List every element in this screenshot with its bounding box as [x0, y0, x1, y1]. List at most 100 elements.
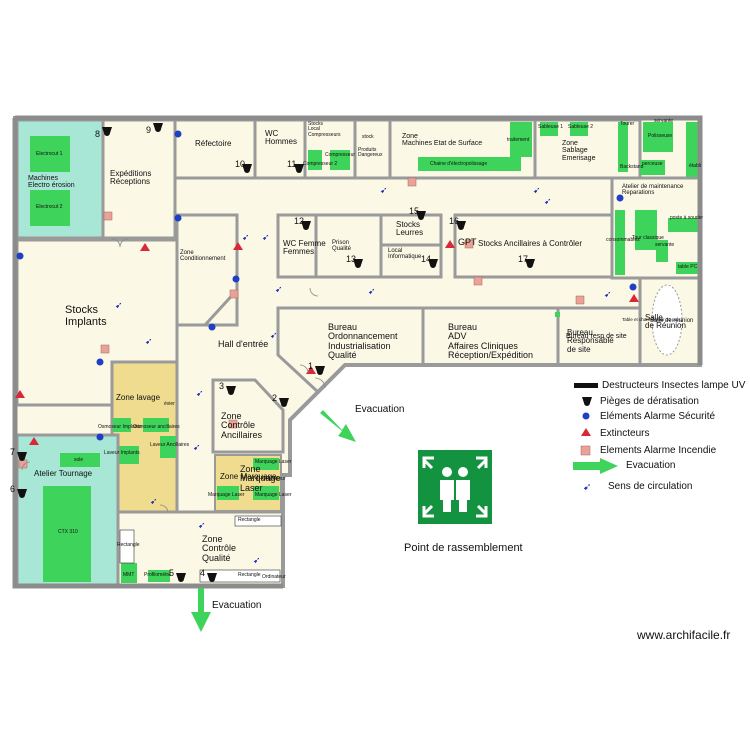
- circulation-arrows: ➹ ➹ ➹ ➹ ➹ ➹ ➹ ➹ ➹ ➹ ➹ ➹ ➹ ➹ ➹ ➹: [115, 186, 612, 566]
- mmt: [121, 563, 137, 583]
- assembly-point-label: Point de rassemblement: [404, 542, 523, 554]
- meeting-table: [651, 284, 683, 356]
- trap-number: 12: [294, 216, 304, 226]
- legend-alarme-securite: Eléments Alarme Sécurité: [600, 411, 716, 422]
- atelier-tournage-label: Atelier Tournage: [34, 469, 93, 478]
- gpt-label: GPT: [458, 237, 477, 247]
- controle-qual-label: Zone Contrôle Qualité: [202, 534, 237, 563]
- sableuse1-label: Sableuse 1: [538, 124, 564, 130]
- svg-text:➹: ➹: [380, 186, 388, 196]
- electrocut-1: [30, 136, 70, 172]
- security-alarms: [16, 130, 637, 441]
- marquage-laser1-label: Marquage Laser: [255, 459, 292, 465]
- profilometre-label: Profilomètre: [144, 572, 171, 578]
- stocks-local-label: Stocks Local Compresseurs: [308, 121, 341, 138]
- stocks-implants-label: Stocks Implants: [65, 304, 107, 328]
- svg-text:➹: ➹: [544, 197, 552, 207]
- stocks-anc-room: [453, 213, 614, 279]
- rectangle3-label: Rectangle: [238, 572, 261, 578]
- traitement-label: traitement: [507, 137, 530, 143]
- wc-hommes-label: WC Hommes: [265, 129, 298, 147]
- trap-number: 8: [95, 129, 100, 139]
- trap-number: 15: [409, 206, 419, 216]
- extinguishers: [15, 240, 639, 445]
- tourer-label: Tourer: [620, 121, 635, 127]
- stocks-anc-label: Stocks Ancillaires à Contrôler: [478, 239, 583, 248]
- svg-text:➹: ➹: [583, 482, 591, 493]
- tour-classique-label: Tour classique: [632, 235, 664, 241]
- svg-text:➹: ➹: [145, 337, 153, 347]
- trap-number: 6: [10, 484, 15, 494]
- trap-marker: [301, 221, 311, 230]
- trap-marker: [294, 164, 304, 173]
- ordinateur2-label: Ordinateur: [262, 574, 286, 580]
- sole-label: sole: [74, 457, 84, 463]
- hall-walls: [177, 215, 239, 327]
- polisseuse-label: Polisseuse: [648, 133, 673, 139]
- trap-marker: [456, 221, 466, 230]
- legend-destructeurs: Destructeurs Insectes lampe UV: [602, 380, 746, 391]
- table-pc-label: table PC: [678, 264, 698, 270]
- electrocut-2-label: Electrocut 2: [36, 204, 63, 210]
- laveur-implants-label: Laveur Implants: [104, 450, 140, 456]
- trap-marker: [428, 259, 438, 268]
- rectangle-bench2: [119, 529, 135, 564]
- leurres-label: Stocks Leurres: [396, 220, 424, 238]
- electro-label: Machines Electro érosion: [28, 175, 75, 190]
- stock-label: stock: [362, 134, 374, 140]
- ordinateur-label: Ordinateur: [262, 476, 286, 482]
- trap-number: 16: [449, 216, 459, 226]
- rectangle-bench: [234, 515, 282, 527]
- trap-marker: [102, 127, 112, 136]
- trap-number: 2: [272, 393, 277, 403]
- chaine-label: Chaine d'électropolissage: [430, 161, 488, 167]
- mmt-label: MMT: [123, 572, 135, 578]
- legend-circulation: Sens de circulation: [608, 481, 693, 492]
- trap-number: 1: [308, 361, 313, 371]
- trap-number: 5: [169, 568, 174, 578]
- refectoire-label: Réfectoire: [195, 139, 232, 148]
- rectangle2-label: Rectangle: [117, 542, 140, 548]
- servante2-label: servante: [655, 242, 675, 248]
- table-reunion-label: Table et chaises pour 10 pers.: [622, 317, 683, 322]
- trap-marker: [315, 366, 325, 375]
- wc-femmes-label: WC Femme Femmes: [283, 239, 326, 257]
- svg-text:➹: ➹: [368, 287, 376, 297]
- legend-pieges: Pièges de dératisation: [600, 396, 699, 407]
- salle-reunion-label: Salle de Réunion: [645, 313, 686, 331]
- trap-number: 11: [287, 159, 296, 169]
- trap-marker: [153, 123, 163, 132]
- trap-marker: [17, 452, 27, 461]
- poste-souder-label: poste à souder: [670, 215, 704, 221]
- equipment: [308, 122, 700, 317]
- osmoseur1-label: Osmoseur Implants: [98, 424, 142, 430]
- evacuation-arrows: [191, 410, 356, 632]
- zone-lavage-label: Zone lavage: [116, 393, 161, 402]
- local-info-label: Local Informatique: [388, 248, 422, 261]
- etat-surface-label: Zone Machines Etat de Surface: [402, 133, 483, 148]
- local-info-room: [379, 243, 443, 279]
- watermark: www.archifacile.fr: [637, 628, 731, 642]
- trap-number: 14: [421, 254, 431, 264]
- profilometre: [148, 570, 170, 582]
- svg-text:➹: ➹: [275, 285, 283, 295]
- trap-marker: [17, 489, 27, 498]
- controle-anc-room: [211, 378, 285, 454]
- trap-number: 10: [235, 159, 245, 169]
- marquage-label: Zone Marquage Laser: [240, 464, 281, 493]
- evacuation-label-2: Evacuation: [212, 600, 262, 611]
- rectangle-bench3: [199, 569, 281, 583]
- maintenance-label: Atelier de maintenance Reparations: [622, 184, 684, 197]
- svg-text:➹: ➹: [270, 331, 278, 341]
- trap-marker: [242, 164, 252, 173]
- compresseur-label: Compresseur: [325, 152, 356, 158]
- bureau-adv-label: Bureau ADV Affaires Cliniques Réception/…: [448, 322, 534, 361]
- outer-walls: [12, 115, 703, 589]
- sablage-label: Zone Sablage Emerisage: [562, 140, 596, 162]
- evier-label: évier: [164, 401, 175, 407]
- fire-alarms: [18, 177, 585, 469]
- assembly-point-sign: [418, 450, 492, 524]
- evacuation-label-1: Evacuation: [355, 404, 405, 415]
- ctx-label: CTX 310: [58, 529, 78, 535]
- trap-marker: [226, 386, 236, 395]
